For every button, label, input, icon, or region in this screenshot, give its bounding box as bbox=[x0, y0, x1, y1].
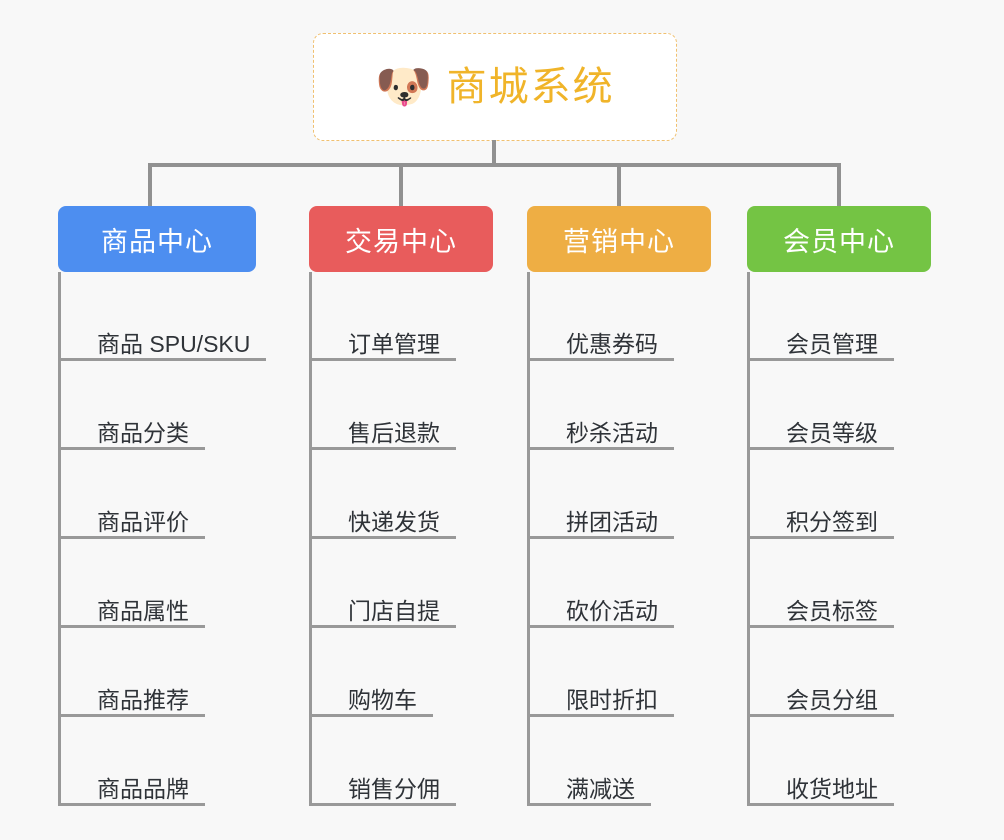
leaf-item[interactable]: 销售分佣 bbox=[312, 717, 493, 806]
leaf-item[interactable]: 秒杀活动 bbox=[530, 361, 711, 450]
leaf-item[interactable]: 商品分类 bbox=[61, 361, 256, 450]
leaf-label: 商品推荐 bbox=[97, 686, 189, 713]
branch-header-4[interactable]: 会员中心 bbox=[747, 206, 931, 272]
leaf-rule bbox=[61, 358, 266, 361]
root-node[interactable]: 🐶 商城系统 bbox=[313, 33, 677, 141]
leaf-rule bbox=[61, 447, 205, 450]
leaf-label: 快递发货 bbox=[348, 508, 440, 535]
branch-header-label: 营销中心 bbox=[563, 226, 675, 257]
leaf-label: 门店自提 bbox=[348, 597, 440, 624]
leaf-item[interactable]: 门店自提 bbox=[312, 539, 493, 628]
leaf-item[interactable]: 会员标签 bbox=[750, 539, 931, 628]
leaf-label: 售后退款 bbox=[348, 419, 440, 446]
leaf-rule bbox=[530, 625, 674, 628]
leaf-item[interactable]: 优惠券码 bbox=[530, 272, 711, 361]
leaf-label: 会员标签 bbox=[786, 597, 878, 624]
leaf-label: 会员管理 bbox=[786, 330, 878, 357]
leaf-rule bbox=[312, 625, 456, 628]
leaf-item[interactable]: 会员分组 bbox=[750, 628, 931, 717]
leaf-item[interactable]: 订单管理 bbox=[312, 272, 493, 361]
branch-header-1[interactable]: 商品中心 bbox=[58, 206, 256, 272]
leaf-label: 销售分佣 bbox=[348, 775, 440, 802]
leaf-rule bbox=[61, 536, 205, 539]
leaf-rule bbox=[530, 803, 651, 806]
leaf-item[interactable]: 满减送 bbox=[530, 717, 711, 806]
leaf-rule bbox=[61, 625, 205, 628]
leaf-item[interactable]: 收货地址 bbox=[750, 717, 931, 806]
root-title: 商城系统 bbox=[446, 65, 615, 109]
leaf-item[interactable]: 商品属性 bbox=[61, 539, 256, 628]
leaf-label: 砍价活动 bbox=[566, 597, 658, 624]
leaf-item[interactable]: 售后退款 bbox=[312, 361, 493, 450]
leaf-item[interactable]: 限时折扣 bbox=[530, 628, 711, 717]
leaf-item[interactable]: 商品 SPU/SKU bbox=[61, 272, 266, 361]
leaf-item[interactable]: 积分签到 bbox=[750, 450, 931, 539]
leaf-rule bbox=[61, 714, 205, 717]
branch-header-label: 商品中心 bbox=[101, 226, 213, 257]
leaf-list-4: 会员管理 会员等级 积分签到 会员标签 会员分组 收货地址 bbox=[747, 272, 931, 806]
leaf-rule bbox=[750, 358, 894, 361]
leaf-item[interactable]: 砍价活动 bbox=[530, 539, 711, 628]
leaf-label: 购物车 bbox=[348, 686, 417, 713]
leaf-rule bbox=[750, 536, 894, 539]
leaf-item[interactable]: 商品推荐 bbox=[61, 628, 256, 717]
branch-header-3[interactable]: 营销中心 bbox=[527, 206, 711, 272]
leaf-item[interactable]: 快递发货 bbox=[312, 450, 493, 539]
leaf-item[interactable]: 商品品牌 bbox=[61, 717, 256, 806]
leaf-rule bbox=[312, 536, 456, 539]
leaf-rule bbox=[312, 447, 456, 450]
leaf-rule bbox=[312, 803, 456, 806]
leaf-item[interactable]: 拼团活动 bbox=[530, 450, 711, 539]
connector-drop-2 bbox=[399, 163, 403, 208]
leaf-list-2: 订单管理 售后退款 快递发货 门店自提 购物车 销售分佣 bbox=[309, 272, 493, 806]
leaf-rule bbox=[530, 714, 674, 717]
leaf-item[interactable]: 会员管理 bbox=[750, 272, 931, 361]
leaf-rule bbox=[312, 358, 456, 361]
connector-drop-4 bbox=[837, 163, 841, 208]
leaf-rule bbox=[530, 447, 674, 450]
leaf-label: 订单管理 bbox=[348, 330, 440, 357]
leaf-rule bbox=[61, 803, 205, 806]
dog-face-icon: 🐶 bbox=[375, 60, 433, 112]
leaf-rule bbox=[750, 447, 894, 450]
leaf-label: 满减送 bbox=[566, 775, 635, 802]
leaf-rule bbox=[530, 536, 674, 539]
leaf-item[interactable]: 购物车 bbox=[312, 628, 493, 717]
leaf-label: 收货地址 bbox=[786, 775, 878, 802]
connector-trunk-stem bbox=[492, 140, 496, 165]
leaf-label: 会员等级 bbox=[786, 419, 878, 446]
leaf-label: 积分签到 bbox=[786, 508, 878, 535]
leaf-rule bbox=[750, 803, 894, 806]
leaf-item[interactable]: 会员等级 bbox=[750, 361, 931, 450]
branch-header-label: 交易中心 bbox=[345, 226, 457, 257]
connector-drop-1 bbox=[148, 163, 152, 208]
leaf-item[interactable]: 商品评价 bbox=[61, 450, 256, 539]
connector-drop-3 bbox=[617, 163, 621, 208]
leaf-list-3: 优惠券码 秒杀活动 拼团活动 砍价活动 限时折扣 满减送 bbox=[527, 272, 711, 806]
leaf-rule bbox=[750, 625, 894, 628]
branch-column-3: 营销中心 优惠券码 秒杀活动 拼团活动 砍价活动 限时折扣 bbox=[527, 206, 711, 806]
leaf-label: 商品品牌 bbox=[97, 775, 189, 802]
branch-header-2[interactable]: 交易中心 bbox=[309, 206, 493, 272]
leaf-label: 商品分类 bbox=[97, 419, 189, 446]
leaf-list-1: 商品 SPU/SKU 商品分类 商品评价 商品属性 商品推荐 商品品牌 bbox=[58, 272, 266, 806]
leaf-label: 秒杀活动 bbox=[566, 419, 658, 446]
leaf-label: 商品属性 bbox=[97, 597, 189, 624]
branch-column-4: 会员中心 会员管理 会员等级 积分签到 会员标签 会员分组 bbox=[747, 206, 931, 806]
leaf-label: 商品 SPU/SKU bbox=[97, 330, 251, 357]
leaf-label: 拼团活动 bbox=[566, 508, 658, 535]
branch-column-1: 商品中心 商品 SPU/SKU 商品分类 商品评价 商品属性 商品推荐 bbox=[58, 206, 266, 806]
connector-trunk-bus bbox=[148, 163, 841, 167]
leaf-label: 商品评价 bbox=[97, 508, 189, 535]
leaf-rule bbox=[750, 714, 894, 717]
leaf-rule bbox=[530, 358, 674, 361]
branch-column-2: 交易中心 订单管理 售后退款 快递发货 门店自提 购物车 bbox=[309, 206, 493, 806]
leaf-label: 会员分组 bbox=[786, 686, 878, 713]
leaf-rule bbox=[312, 714, 433, 717]
branch-header-label: 会员中心 bbox=[783, 226, 895, 257]
leaf-label: 优惠券码 bbox=[566, 330, 658, 357]
leaf-label: 限时折扣 bbox=[566, 686, 658, 713]
